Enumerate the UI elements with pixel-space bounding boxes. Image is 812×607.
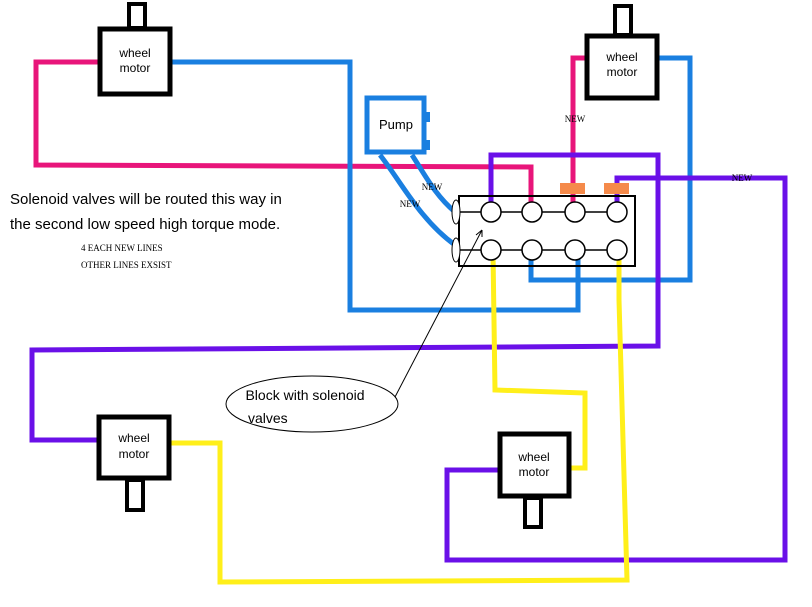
valve-port	[521, 239, 543, 261]
solenoid-block	[451, 183, 636, 267]
motor-label: motor	[607, 65, 638, 79]
valve-port	[606, 201, 628, 223]
callout-text: valves	[248, 410, 288, 426]
note-text: the second low speed high torque mode.	[10, 216, 280, 233]
valve-port	[606, 239, 628, 261]
wheel-motor-top-right: wheel motor	[584, 4, 660, 101]
magenta-line-left	[33, 59, 534, 210]
arrowhead-icon	[475, 229, 483, 237]
orange-marker	[560, 183, 585, 194]
purple-line-right-new	[444, 175, 788, 563]
yellow-line-left	[170, 252, 630, 585]
callout-ellipse	[225, 375, 399, 433]
callout-text: Block with solenoid	[245, 387, 364, 403]
note-text: Solenoid valves will be routed this way …	[10, 191, 282, 208]
motor-label: wheel	[117, 431, 149, 445]
valve-port	[521, 201, 543, 223]
new-label: NEW	[565, 114, 586, 124]
yellow-line-center	[490, 251, 588, 471]
valve-port	[564, 201, 586, 223]
new-label: NEW	[422, 182, 443, 192]
new-label: NEW	[732, 173, 753, 183]
purple-line-left	[29, 152, 661, 443]
motor-label: motor	[519, 465, 550, 479]
blue-line-left	[170, 59, 581, 313]
note-subtext: 4 EACH NEW LINES	[81, 243, 163, 253]
pump-line-new-2	[409, 153, 457, 214]
pump-box	[364, 95, 427, 155]
wheel-motor-bottom-left: wheel motor	[96, 414, 172, 512]
wheel-motor-top-left: wheel motor	[97, 2, 173, 97]
blue-line-right	[528, 55, 693, 283]
valve-port	[480, 201, 502, 223]
pump-label: Pump	[379, 117, 413, 132]
motor-label: motor	[119, 447, 150, 461]
motor-label: wheel	[118, 46, 150, 60]
wheel-motor-bottom-center: wheel motor	[497, 431, 572, 529]
valve-port	[564, 239, 586, 261]
motor-label: wheel	[517, 450, 549, 464]
orange-marker	[604, 183, 629, 194]
magenta-line-right-new	[570, 55, 585, 210]
valve-port	[480, 239, 502, 261]
pump-line-new-1	[378, 153, 457, 248]
note-subtext: OTHER LINES EXSIST	[81, 260, 172, 270]
motor-label: motor	[120, 61, 151, 75]
motor-label: wheel	[605, 50, 637, 64]
callout-arrow	[394, 229, 483, 398]
new-label: NEW	[400, 199, 421, 209]
